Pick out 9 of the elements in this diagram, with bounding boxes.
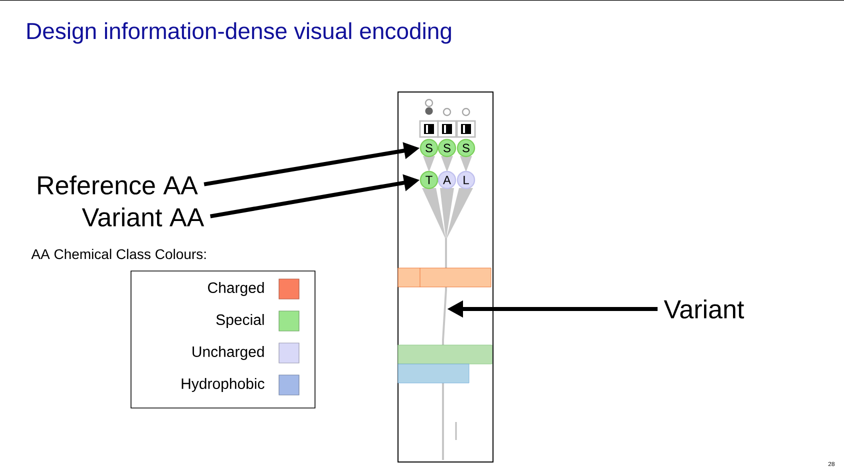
legend-text: Hydrophobic <box>182 378 264 392</box>
legend-title: AA Chemical Class Colours: <box>31 248 206 260</box>
slide-title: Design information-dense visual encoding <box>27 22 451 44</box>
pointer-label: Variant <box>664 299 744 319</box>
legend-text: Charged <box>208 282 264 296</box>
pointer-label: Reference AA <box>38 175 198 195</box>
pointer-label: Variant AA <box>82 207 204 227</box>
legend-text: Special <box>216 314 264 328</box>
legend-text: Uncharged <box>192 346 264 360</box>
